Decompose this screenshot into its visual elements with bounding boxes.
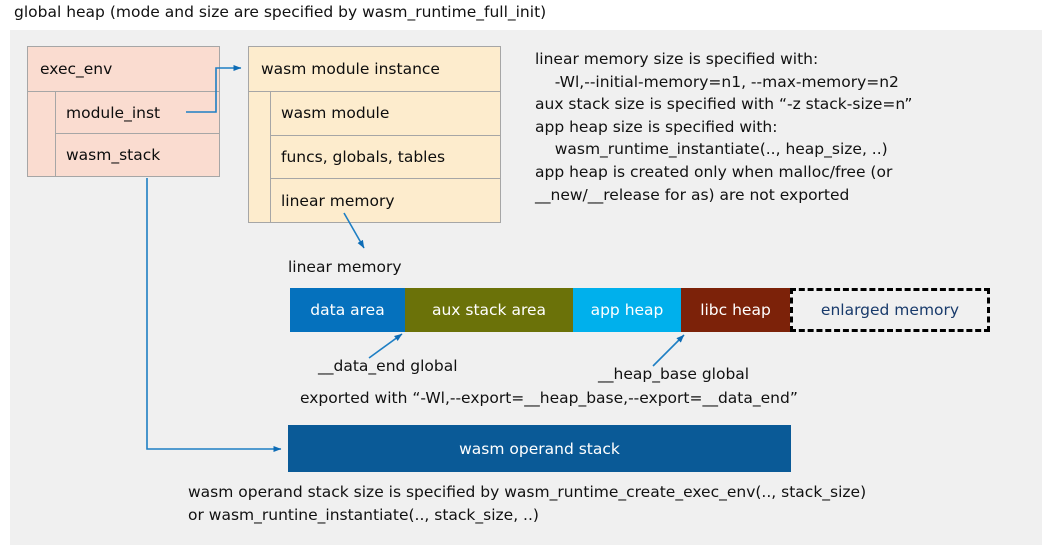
- memory-configuration-note: linear memory size is specified with: -W…: [535, 50, 913, 204]
- segment-libc-heap: libc heap: [681, 288, 790, 332]
- exec-env-row-module-inst: module_inst: [56, 92, 219, 134]
- row-funcs-globals-tables: funcs, globals, tables: [271, 136, 500, 180]
- linear-memory-caption: linear memory: [288, 258, 402, 276]
- wasm-module-instance-rows: wasm module funcs, globals, tables linea…: [249, 92, 500, 223]
- wasm-module-instance-box: wasm module instance wasm module funcs, …: [248, 46, 501, 223]
- segment-aux-stack-area: aux stack area: [405, 288, 573, 332]
- wasm-module-instance-header: wasm module instance: [249, 47, 500, 92]
- wasm-module-instance-row-column: wasm module funcs, globals, tables linea…: [271, 92, 500, 223]
- page-title: global heap (mode and size are specified…: [14, 3, 547, 21]
- exec-env-row-wasm-stack: wasm_stack: [66, 146, 161, 164]
- segment-enlarged-memory: enlarged memory: [790, 288, 990, 332]
- linear-memory-bar: data area aux stack area app heap libc h…: [290, 288, 990, 332]
- annotation-data-end-global: __data_end global: [318, 357, 458, 375]
- segment-data-area: data area: [290, 288, 405, 332]
- operand-stack-note: wasm operand stack size is specified by …: [188, 483, 867, 524]
- exec-env-gutter: [28, 92, 56, 176]
- exec-env-rows: module_inst wasm_stack: [28, 92, 219, 176]
- wasm-operand-stack-bar: wasm operand stack: [288, 425, 791, 472]
- exec-env-box: exec_env module_inst wasm_stack: [27, 46, 220, 177]
- annotation-heap-base-global: __heap_base global: [598, 365, 750, 383]
- row-linear-memory: linear memory: [281, 191, 395, 210]
- exec-env-row-column: module_inst wasm_stack: [56, 92, 219, 176]
- annotation-exported-with: exported with “-Wl,--export=__heap_base,…: [300, 389, 798, 407]
- row-wasm-module: wasm module: [271, 92, 500, 136]
- exec-env-header: exec_env: [28, 47, 219, 92]
- wasm-module-instance-gutter: [249, 92, 271, 223]
- segment-app-heap: app heap: [573, 288, 681, 332]
